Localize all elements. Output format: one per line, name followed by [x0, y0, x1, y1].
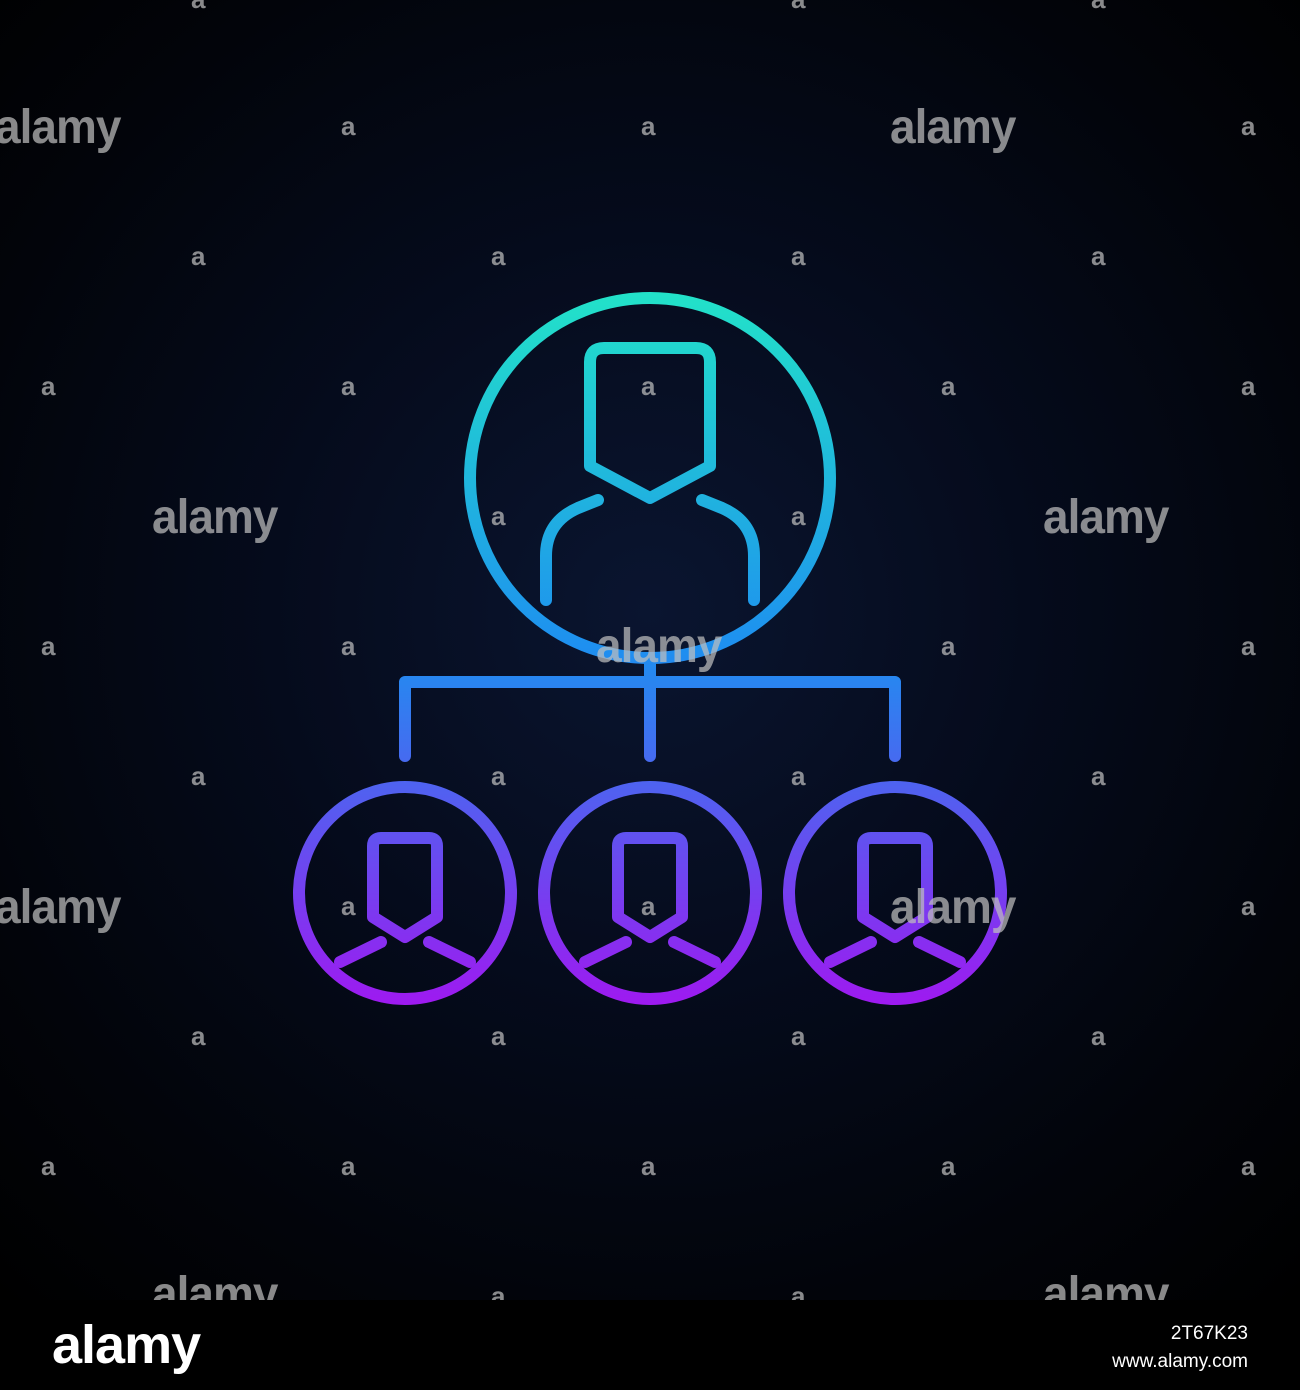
- watermark-text: alamy: [0, 98, 121, 154]
- connector-lines: [399, 654, 901, 762]
- watermark-mark: a: [491, 1281, 506, 1300]
- watermark-mark: a: [191, 1021, 206, 1051]
- watermark-mark: a: [941, 1151, 956, 1181]
- site-url: www.alamy.com: [1112, 1351, 1248, 1372]
- watermark-mark: a: [641, 891, 656, 921]
- watermark-text: alamy: [890, 98, 1016, 154]
- watermark-text: alamy: [0, 878, 121, 934]
- watermark-mark: a: [341, 631, 356, 661]
- watermark-mark: a: [1241, 631, 1256, 661]
- watermark-mark: a: [1241, 1151, 1256, 1181]
- watermark-mark: a: [791, 0, 805, 12]
- watermark-mark: a: [941, 371, 956, 401]
- watermark-mark: a: [1091, 1021, 1106, 1051]
- watermark-mark: a: [491, 1021, 506, 1051]
- watermark-mark: a: [791, 761, 806, 791]
- watermark-mark: a: [341, 1151, 356, 1181]
- watermark-mark: a: [41, 1151, 56, 1181]
- watermark-mark: a: [191, 241, 206, 271]
- watermark-text: alamy: [1043, 488, 1169, 544]
- watermark-mark: a: [641, 371, 656, 401]
- watermark-mark: a: [491, 501, 506, 531]
- watermark-mark: a: [1091, 761, 1106, 791]
- watermark-mark: a: [191, 0, 205, 12]
- watermark-mark: a: [491, 761, 506, 791]
- person-right: [783, 781, 1007, 1005]
- watermark-mark: a: [341, 371, 356, 401]
- top-person-body-left: [540, 494, 604, 606]
- watermark-mark: a: [341, 111, 356, 141]
- watermark-mark: a: [641, 111, 656, 141]
- watermark-mark: a: [1091, 241, 1106, 271]
- watermark-mark: a: [1241, 891, 1256, 921]
- watermark-mark: a: [1241, 111, 1256, 141]
- image-id: 2T67K23: [1170, 1323, 1248, 1344]
- watermark-mark: a: [41, 371, 56, 401]
- footer-bar: alamy 2T67K23 www.alamy.com: [0, 1300, 1300, 1390]
- watermark-mark: a: [1241, 371, 1256, 401]
- person-center: [538, 781, 762, 1005]
- watermark-text: alamy: [152, 1265, 278, 1300]
- watermark-mark: a: [41, 631, 56, 661]
- watermark-text: alamy: [596, 617, 722, 673]
- watermark-mark: a: [791, 241, 806, 271]
- top-person-body-right: [696, 494, 760, 606]
- watermark-text: alamy: [1043, 1265, 1169, 1300]
- watermark-text: alamy: [890, 878, 1016, 934]
- org-chart-icon: [293, 292, 1007, 1005]
- top-person-head: [584, 342, 716, 504]
- watermark-text: alamy: [152, 488, 278, 544]
- image-meta: 2T67K23 www.alamy.com: [1112, 1320, 1248, 1376]
- watermark-mark: a: [941, 631, 956, 661]
- watermark-mark: a: [191, 761, 206, 791]
- watermark-mark: a: [1091, 0, 1105, 12]
- image-canvas: alamy alamy alamy alamy alamy alamy alam…: [0, 0, 1300, 1300]
- watermark-mark: a: [791, 1021, 806, 1051]
- watermark-mark: a: [791, 501, 806, 531]
- brand-logo: alamy: [52, 1315, 201, 1375]
- watermark-mark: a: [641, 1151, 656, 1181]
- watermark-mark: a: [791, 1281, 806, 1300]
- watermark-mark: a: [491, 241, 506, 271]
- watermark-mark: a: [341, 891, 356, 921]
- person-left: [293, 781, 517, 1005]
